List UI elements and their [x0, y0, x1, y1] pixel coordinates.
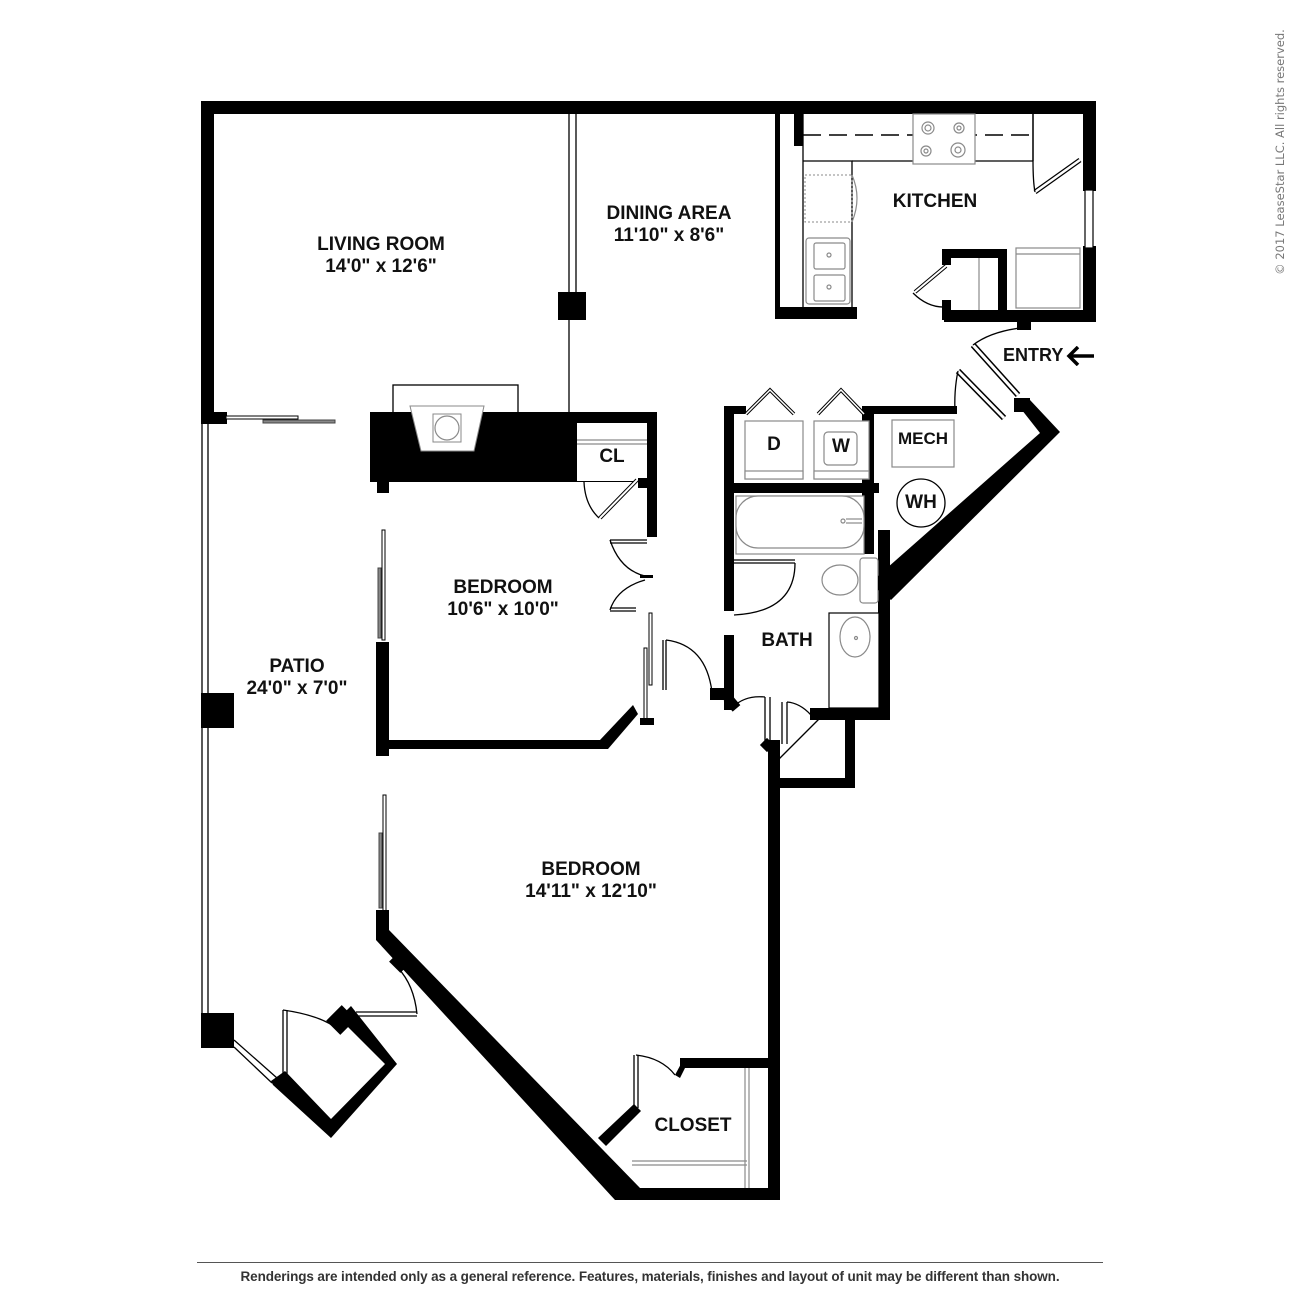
- room-name: PATIO: [269, 656, 325, 677]
- room-label-dining-area: DINING AREA 11'10" x 8'6": [607, 203, 732, 247]
- room-label-living-room: LIVING ROOM 14'0" x 12'6": [317, 234, 445, 278]
- room-dimensions: 14'0" x 12'6": [325, 256, 437, 277]
- room-name: BEDROOM: [453, 577, 553, 598]
- footer-disclaimer: Renderings are intended only as a genera…: [240, 1269, 1060, 1284]
- room-label-closet: CLOSET: [654, 1115, 731, 1137]
- sliding-door-living: [225, 415, 336, 424]
- room-dimensions: 10'6" x 10'0": [447, 599, 559, 620]
- room-name: CL: [599, 446, 625, 467]
- bedroom-2-walls: [376, 794, 750, 1200]
- room-name: BEDROOM: [541, 859, 641, 880]
- room-name: BATH: [761, 630, 813, 651]
- dryer-label: D: [767, 434, 781, 455]
- room-label-cl: CL: [599, 446, 624, 468]
- room-label-bedroom-1: BEDROOM 10'6" x 10'0": [447, 577, 559, 621]
- hall-door: [662, 639, 726, 700]
- room-name: LIVING ROOM: [317, 234, 445, 255]
- room-dimensions: 11'10" x 8'6": [613, 225, 725, 246]
- room-name: KITCHEN: [892, 191, 978, 212]
- mech-entry-walls: [878, 327, 1060, 600]
- room-dimensions: 24'0" x 7'0": [246, 678, 348, 699]
- cl-closet: [577, 412, 657, 537]
- washer-label: W: [832, 436, 850, 457]
- kitchen-fixtures: [802, 113, 1082, 320]
- exterior-walls: [201, 101, 1096, 424]
- entry-label: ENTRY: [1003, 345, 1064, 365]
- arrow-left-icon: [1066, 345, 1095, 366]
- room-label-kitchen: KITCHEN: [893, 191, 977, 213]
- living-dining-divider: [558, 114, 586, 412]
- room-label-bath: BATH: [761, 630, 812, 652]
- footer-divider: [197, 1262, 1103, 1263]
- room-name: CLOSET: [654, 1115, 732, 1136]
- patio-storage: [271, 967, 418, 1138]
- room-name: MECH: [897, 429, 949, 448]
- water-heater-label: WH: [905, 492, 937, 513]
- room-dimensions: 14'11" x 12'10": [525, 881, 657, 902]
- patio-railing: [201, 424, 278, 1084]
- room-label-bedroom-2: BEDROOM 14'11" x 12'10": [525, 859, 657, 903]
- bedroom-1-walls: [376, 529, 654, 756]
- room-label-mech: MECH: [898, 428, 948, 450]
- copyright-notice: © 2017 LeaseStar LLC. All rights reserve…: [1273, 29, 1287, 275]
- entry-marker: ENTRY: [1003, 345, 1095, 366]
- room-name: DINING AREA: [606, 203, 732, 224]
- room-label-patio: PATIO 24'0" x 7'0": [246, 656, 347, 700]
